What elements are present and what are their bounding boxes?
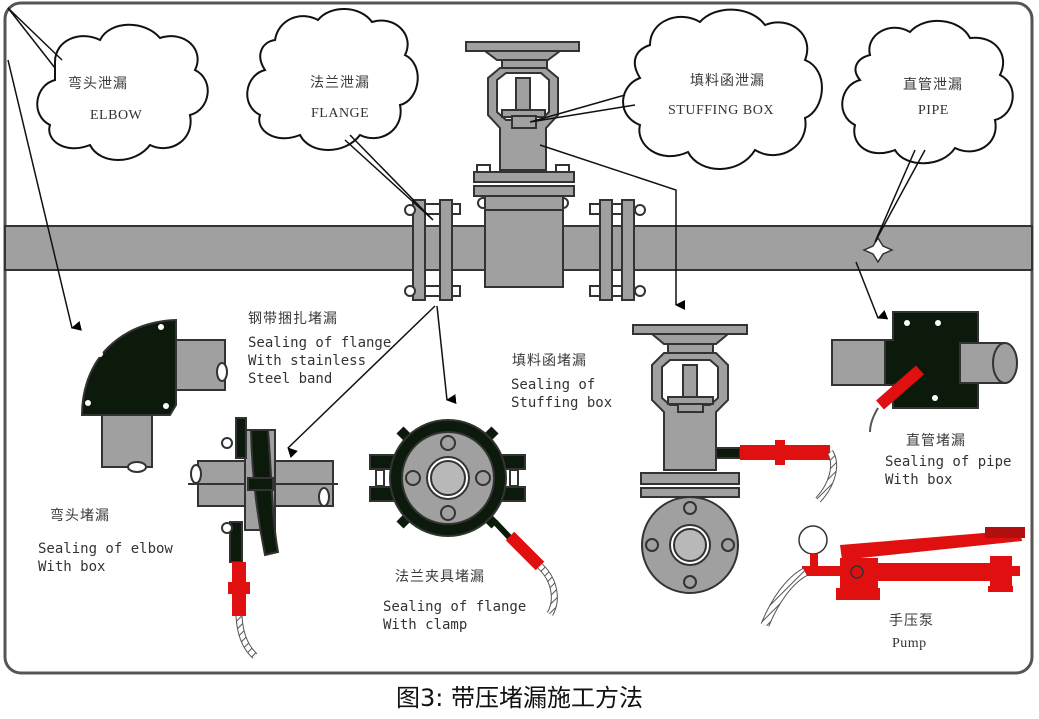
- cloud-stuffing-box-en: STUFFING BOX: [668, 103, 774, 118]
- cloud-elbow-cn: 弯头泄漏: [68, 76, 128, 92]
- cloud-flange-cn: 法兰泄漏: [310, 75, 370, 91]
- cloud-flange-en: FLANGE: [311, 106, 370, 121]
- method-pump-en: Pump: [892, 636, 927, 651]
- cloud-pipe-cn: 直管泄漏: [903, 77, 963, 93]
- flange-clamp-illustration: [369, 419, 558, 616]
- method-flange-clamp-cn: 法兰夹具堵漏: [395, 569, 485, 585]
- method-stuffing-box-cn: 填料函堵漏: [512, 353, 587, 369]
- cloud-flange: [246, 8, 419, 151]
- steel-band-illustration: [188, 417, 338, 659]
- method-pump-cn: 手压泵: [889, 613, 934, 629]
- cloud-stuffing-box: [622, 8, 823, 170]
- figure-caption: 图3: 带压堵漏施工方法: [396, 684, 643, 712]
- method-elbow-box-en: Sealing of elbow With box: [38, 541, 173, 575]
- cloud-elbow: [36, 23, 209, 161]
- method-steel-band-en: Sealing of flange With stainless Steel b…: [248, 335, 392, 387]
- pipe-leak-point: [862, 236, 894, 264]
- method-flange-clamp-en: Sealing of flange With clamp: [383, 599, 527, 633]
- elbow-box-illustration: [80, 318, 228, 473]
- hand-pump-illustration: [760, 525, 1025, 627]
- method-stuffing-box-en: Sealing of Stuffing box: [511, 377, 613, 411]
- pipe-box-illustration: [831, 311, 1018, 433]
- cloud-elbow-en: ELBOW: [90, 108, 143, 123]
- right-flange: [589, 199, 646, 301]
- left-flange: [404, 199, 461, 301]
- method-pipe-box-cn: 直管堵漏: [906, 433, 966, 449]
- cloud-pointers: [7, 7, 926, 243]
- method-arrows: [7, 59, 889, 458]
- method-steel-band-cn: 钢带捆扎堵漏: [248, 311, 338, 327]
- cloud-stuffing-box-cn: 填料函泄漏: [690, 73, 765, 89]
- cloud-pipe: [841, 19, 1014, 165]
- stuffing-box-illustration: [632, 324, 837, 594]
- cloud-pipe-en: PIPE: [918, 103, 949, 118]
- method-pipe-box-en: Sealing of pipe With box: [885, 454, 1012, 488]
- method-elbow-box-cn: 弯头堵漏: [50, 508, 110, 524]
